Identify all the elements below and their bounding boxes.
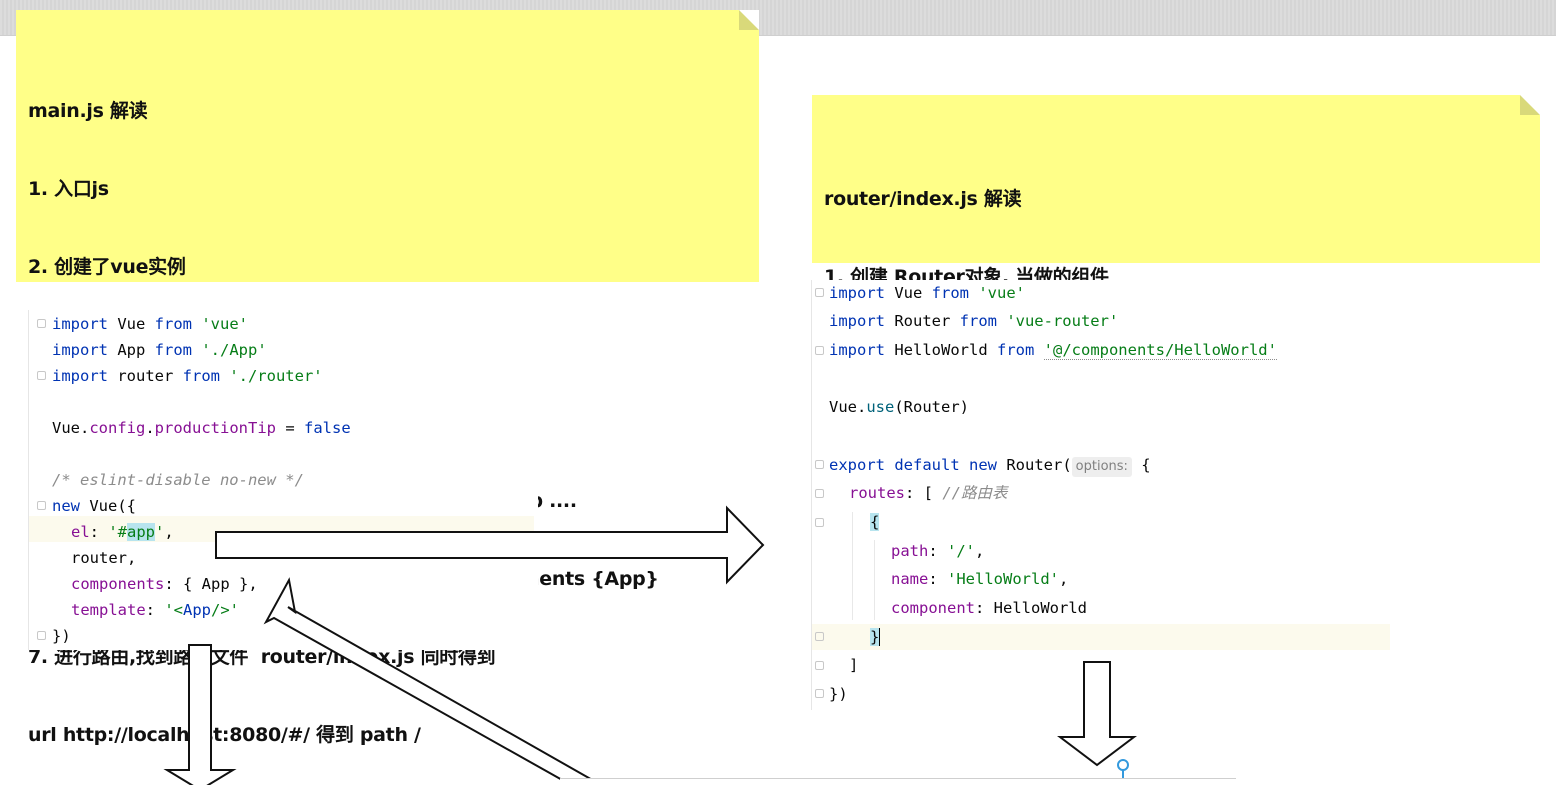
code-line: import router from './router' [52, 367, 323, 385]
code-line: routes: [ //路由表 [849, 484, 1008, 502]
code-line: name: 'HelloWorld', [891, 570, 1069, 588]
fold-icon[interactable] [815, 288, 824, 297]
code-line: /* eslint-disable no-new */ [52, 471, 304, 489]
code-line: ] [849, 656, 859, 674]
note-main-line: 1. 入口js [28, 178, 109, 200]
fold-icon[interactable] [37, 319, 46, 328]
code-line: import Vue from 'vue' [829, 284, 1025, 302]
fold-icon[interactable] [37, 631, 46, 640]
code-line: Vue.config.productionTip = false [52, 419, 351, 437]
note-main-line: 2. 创建了vue实例 [28, 256, 186, 278]
code-line: new Vue({ [52, 497, 136, 515]
code-editor-router-index-js: import Vue from 'vue' import Router from… [811, 280, 1391, 710]
code-line: component: HelloWorld [891, 599, 1087, 617]
fold-icon[interactable] [815, 346, 824, 355]
fold-icon[interactable] [815, 460, 824, 469]
arrow-diagonal [263, 577, 604, 785]
bottom-panel-edge [560, 778, 1236, 785]
caret-row-highlight [812, 624, 1390, 650]
fold-corner-icon [739, 10, 759, 30]
code-line: { [870, 513, 880, 531]
code-line: import Vue from 'vue' [52, 315, 248, 333]
arrow-down [163, 644, 237, 785]
code-line: path: '/', [891, 542, 985, 560]
code-line: }) [52, 627, 71, 645]
fold-icon[interactable] [815, 632, 824, 641]
code-line: Vue.use(Router) [829, 398, 969, 416]
code-line: components: { App }, [71, 575, 258, 593]
fold-icon[interactable] [815, 489, 824, 498]
code-line: import HelloWorld from '@/components/Hel… [829, 341, 1277, 360]
indent-guide [852, 512, 853, 620]
code-line: import App from './App' [52, 341, 267, 359]
parameter-hint: options: [1071, 457, 1132, 477]
fold-icon[interactable] [815, 661, 824, 670]
code-line: template: '<App/>' [71, 601, 239, 619]
note-router-title: router/index.js 解读 [824, 188, 1022, 210]
note-main-line: url http://localhost:8080/#/ 得到 path / [28, 724, 421, 746]
code-line: }) [829, 685, 848, 703]
fold-corner-icon [1520, 95, 1540, 115]
arrow-down [1057, 661, 1137, 767]
code-line: import Router from 'vue-router' [829, 312, 1119, 330]
code-editor-main-js: import Vue from 'vue' import App from '.… [28, 310, 538, 650]
fold-icon[interactable] [815, 689, 824, 698]
fold-icon[interactable] [37, 371, 46, 380]
code-line: } [870, 628, 881, 646]
fold-icon[interactable] [37, 501, 46, 510]
indent-guide [874, 540, 875, 620]
note-main-title: main.js 解读 [28, 100, 148, 122]
code-line: el: '#app', [71, 523, 174, 541]
code-line: router, [71, 549, 137, 567]
arrow-right [215, 505, 765, 585]
fold-icon[interactable] [815, 518, 824, 527]
code-line: export default new Router(options: { [812, 454, 1151, 477]
